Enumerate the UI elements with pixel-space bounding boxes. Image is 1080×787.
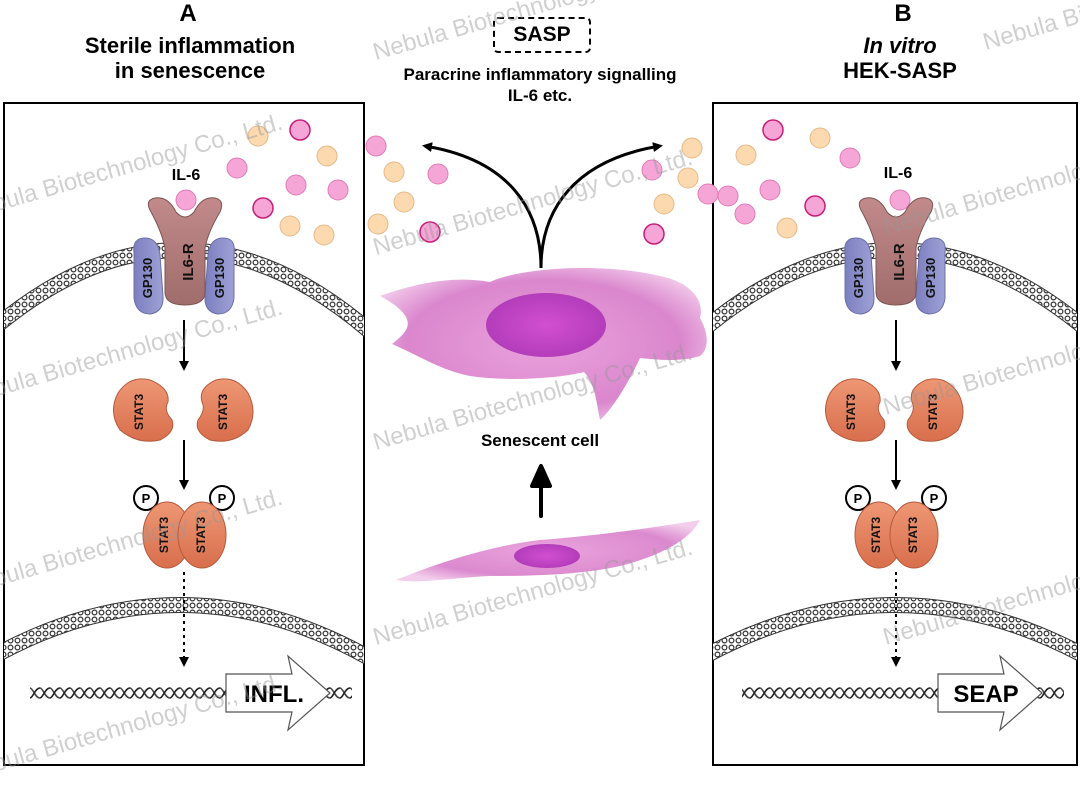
center-scene (365, 135, 719, 582)
il6-label-b: IL-6 (884, 165, 913, 182)
panel-b-frame (712, 102, 1078, 766)
svg-text:P: P (854, 491, 863, 506)
il6-label-a: IL-6 (172, 167, 201, 184)
normal-cell-nucleus (514, 544, 580, 568)
sasp-subtitle-line2: IL-6 etc. (507, 86, 573, 105)
gp130-left-a: GP130 (133, 237, 164, 315)
panel-a: IL-6 GP130 GP130 IL6-R STAT3 STAT3 P P (3, 102, 365, 766)
svg-text:GP130: GP130 (212, 258, 227, 298)
panel-a-frame (3, 102, 365, 766)
stat3-monomer-right-b: STAT3 (906, 378, 964, 442)
sasp-arrow-left (422, 142, 543, 269)
panel-b-title-line2: HEK-SASP (843, 58, 957, 83)
il6-receptor-b: IL6-R (858, 197, 934, 306)
phospho-left-a (133, 485, 159, 511)
stat3-monomer-right-a: STAT3 (196, 378, 254, 442)
diagram-canvas: IL-6 GP130 GP130 IL6-R STAT3 STAT3 P P (3, 102, 1078, 766)
growth-arrow (530, 464, 552, 518)
cytokine-dots-b (717, 119, 911, 239)
panel-b-letter: B (894, 0, 912, 27)
svg-text:STAT3: STAT3 (906, 517, 920, 554)
gp130-right-b: GP130 (915, 237, 946, 315)
panel-a-title-line2: in senescence (114, 58, 266, 83)
phospho-right-a (209, 485, 235, 511)
gp130-left-b: GP130 (844, 237, 875, 315)
panel-a-title-line1: Sterile inflammation (84, 33, 296, 58)
svg-text:P: P (930, 491, 939, 506)
panel-b-title: In vitro HEK-SASP (770, 33, 1030, 83)
svg-text:P: P (142, 491, 151, 506)
svg-text:STAT3: STAT3 (132, 394, 146, 431)
panel-a-letter: A (179, 0, 197, 27)
senescent-cell-nucleus (486, 293, 606, 357)
stat3-dimer-b: P P STAT3 STAT3 (845, 485, 947, 569)
svg-text:STAT3: STAT3 (216, 394, 230, 431)
sasp-arrow-right (539, 142, 663, 269)
panel-a-title: Sterile inflammation in senescence (40, 33, 340, 83)
gene-arrow-a: INFL. (225, 654, 331, 732)
phospho-left-b (845, 485, 871, 511)
svg-text:INFL.: INFL. (244, 681, 304, 708)
svg-text:IL6-R: IL6-R (891, 243, 908, 281)
svg-text:SEAP: SEAP (953, 681, 1018, 708)
svg-text:GP130: GP130 (851, 258, 866, 298)
gene-arrow-b: SEAP (937, 654, 1043, 732)
normal-cell (396, 520, 700, 582)
panel-b: IL-6 GP130 GP130 IL6-R STAT3 STAT3 P P (712, 102, 1078, 766)
il6-receptor-a: IL6-R (147, 197, 223, 306)
sasp-label: SASP (493, 17, 591, 53)
stat3-monomer-left-a: STAT3 (113, 378, 174, 442)
panel-b-title-line1: In vitro (863, 33, 937, 58)
stat3-dimer-a: P P STAT3 STAT3 (133, 485, 235, 569)
svg-text:STAT3: STAT3 (844, 394, 858, 431)
svg-text:STAT3: STAT3 (869, 517, 883, 554)
svg-text:IL6-R: IL6-R (180, 243, 197, 281)
svg-text:GP130: GP130 (923, 258, 938, 298)
senescent-cell (380, 268, 707, 420)
sasp-subtitle-line1: Paracrine inflammatory signalling (403, 65, 677, 84)
svg-text:GP130: GP130 (140, 258, 155, 298)
svg-text:P: P (218, 491, 227, 506)
cytokine-dots-center (365, 135, 719, 245)
stat3-monomer-left-b: STAT3 (825, 378, 886, 442)
cytokine-dots-a (175, 119, 349, 246)
gp130-right-a: GP130 (204, 237, 235, 315)
svg-text:STAT3: STAT3 (926, 394, 940, 431)
sasp-subtitle: Paracrine inflammatory signalling IL-6 e… (340, 64, 740, 106)
svg-text:STAT3: STAT3 (157, 517, 171, 554)
senescent-cell-label: Senescent cell (480, 431, 600, 450)
svg-text:STAT3: STAT3 (194, 517, 208, 554)
phospho-right-b (921, 485, 947, 511)
